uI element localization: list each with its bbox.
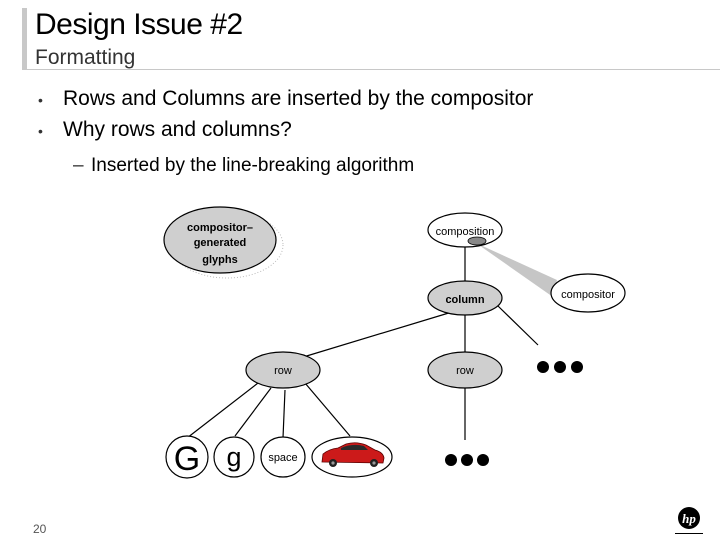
column-label: column — [445, 294, 484, 306]
edge-row-G — [186, 382, 259, 439]
composition-label: composition — [436, 226, 495, 238]
glyph-G-node — [165, 435, 209, 479]
ellipsis-icon — [445, 454, 489, 466]
bullet-marker: • — [38, 123, 43, 139]
glyph-G-label: G — [174, 440, 200, 478]
svg-text:hp: hp — [682, 511, 696, 526]
space-node — [260, 436, 306, 478]
generated-label-line-3: glyphs — [202, 254, 237, 266]
space-label: space — [268, 452, 297, 464]
slide-subtitle: Formatting — [35, 46, 136, 69]
composition-handle — [467, 236, 487, 246]
row-node-2 — [427, 351, 503, 389]
glyph-g-label: g — [226, 442, 241, 472]
bullet-text: Why rows and columns? — [63, 118, 292, 141]
hp-logo-icon: hp — [672, 505, 706, 537]
sub-bullet-text: Inserted by the line-breaking algorithm — [91, 155, 415, 176]
bullet-item: • Rows and Columns are inserted by the c… — [38, 87, 708, 118]
sub-bullet-item: – Inserted by the line-breaking algorith… — [73, 155, 708, 183]
edge-column-row1 — [299, 311, 453, 359]
compositor-node — [550, 273, 626, 313]
bullet-text: Rows and Columns are inserted by the com… — [63, 87, 534, 110]
generated-label-line-1: compositor– — [187, 222, 253, 234]
row-node-2-label: row — [456, 365, 474, 377]
row-node-1 — [245, 351, 321, 389]
page-number: 20 — [33, 522, 47, 536]
edge-column-more — [497, 305, 539, 346]
title-accent-bar — [22, 8, 27, 70]
edge-row-space — [282, 389, 286, 439]
bullet-marker: • — [38, 92, 43, 108]
edge-row-g — [234, 387, 272, 437]
title-block: Design Issue #2 Formatting — [0, 0, 720, 72]
slide-title: Design Issue #2 — [35, 8, 243, 41]
car-icon — [321, 442, 385, 467]
column-node — [427, 280, 503, 316]
bullet-item: • Why rows and columns? — [38, 118, 708, 149]
compositor-label: compositor — [561, 289, 615, 301]
association-wedge — [476, 243, 557, 297]
row-node-1-label: row — [274, 365, 292, 377]
bullet-list: • Rows and Columns are inserted by the c… — [38, 87, 708, 183]
edge-row-car — [304, 382, 351, 437]
tree-edges — [186, 244, 539, 440]
sub-bullet-marker: – — [73, 155, 84, 176]
generated-bubble — [163, 206, 277, 274]
glyph-g-node — [213, 436, 255, 478]
ellipsis-icon — [537, 361, 583, 373]
generated-label-line-2: generated — [194, 237, 247, 249]
title-rule — [22, 69, 720, 70]
